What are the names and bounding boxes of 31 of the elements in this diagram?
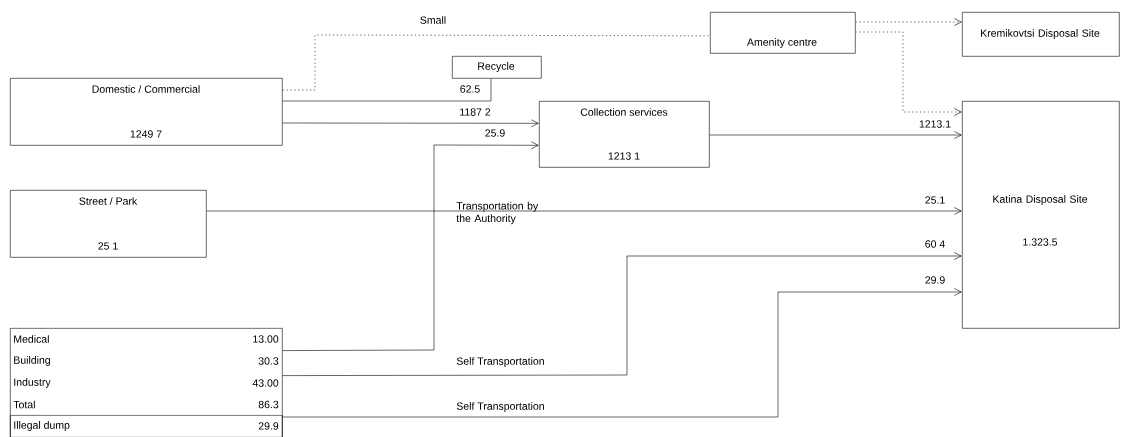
flow-label: Transportation by the Authority xyxy=(456,201,539,225)
flow-label: Self Transportation xyxy=(456,357,544,367)
arrow xyxy=(282,141,539,351)
process-box: Street / Park 25 1 xyxy=(10,190,207,258)
edge-label: 62.5 xyxy=(458,84,482,94)
table-row: Building 30.3 xyxy=(14,356,279,366)
disposal-site-box: Kremikovtsi Disposal Site xyxy=(962,12,1120,57)
process-box: Amenity centre xyxy=(710,12,856,54)
arrow xyxy=(709,131,962,139)
table-row: Industry 43.00 xyxy=(14,378,279,388)
table-row: Illegal dump 29.9 xyxy=(10,415,283,437)
arrow xyxy=(855,18,962,26)
edge-label: 29.9 xyxy=(923,275,947,285)
edge-label: 1213.1 xyxy=(917,119,953,129)
arrow xyxy=(282,119,539,128)
process-box: Domestic / Commercial 1249 7 xyxy=(10,78,283,146)
arrow xyxy=(282,252,962,376)
edge-label: Small xyxy=(418,15,448,25)
table-row: Total 86.3 xyxy=(13,400,279,409)
process-box: Collection services 1213 1 xyxy=(539,101,710,168)
table-row: Medical 13.00 xyxy=(14,335,279,343)
arrow xyxy=(282,288,962,418)
process-box: Recycle xyxy=(452,56,542,79)
arrow xyxy=(855,31,962,116)
edge-label: 25.9 xyxy=(483,128,507,138)
edge-label: 60 4 xyxy=(923,239,947,249)
arrow xyxy=(206,207,962,215)
flow-label: Self Transportation xyxy=(456,402,544,412)
disposal-site-box: Katina Disposal Site 1.323.5 xyxy=(962,101,1120,329)
edge-label: 1187 2 xyxy=(458,107,492,117)
edge-label: 25.1 xyxy=(923,195,947,205)
